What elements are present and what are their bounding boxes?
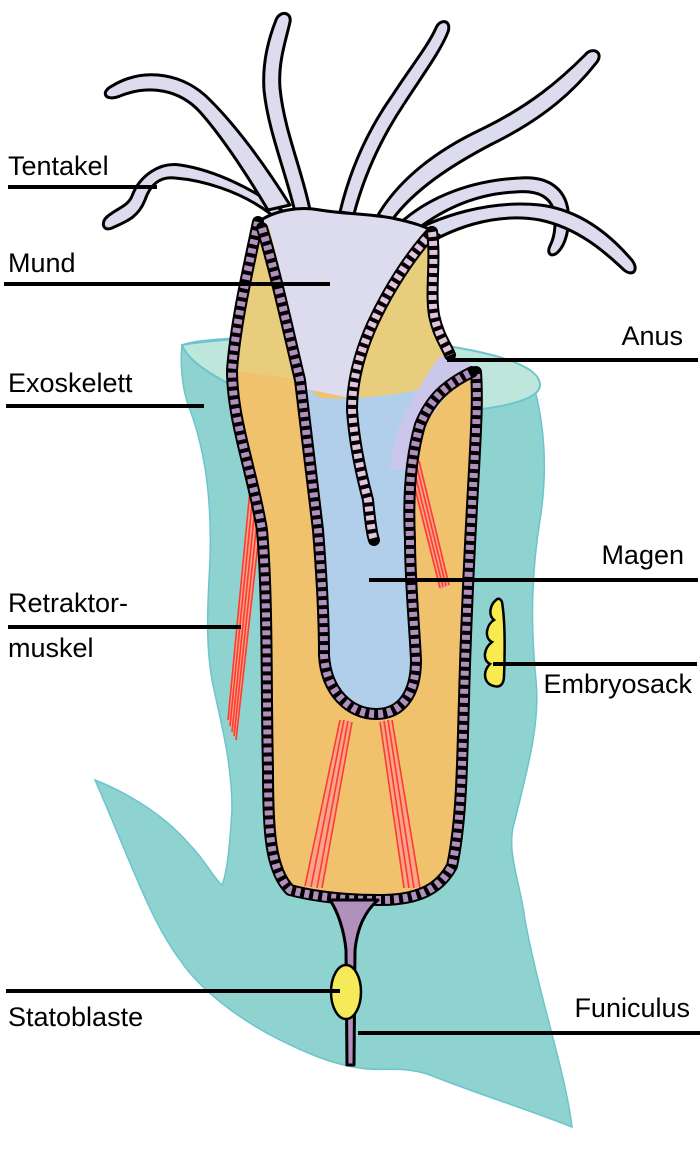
epithelium: [226, 216, 483, 906]
leader-lines: [4, 185, 700, 1035]
muscle-fiber: [316, 720, 349, 889]
muscle-fiber: [412, 465, 444, 588]
muscle-fiber: [231, 497, 257, 733]
coelom-upper-right: [352, 232, 450, 408]
tentacle: [262, 12, 312, 214]
label-funiculus: Funiculus: [574, 993, 690, 1023]
labels: Tentakel Mund Anus Exoskelett Magen Retr…: [8, 151, 692, 1032]
label-tentakel: Tentakel: [8, 151, 109, 181]
retractor-muscle-right: [408, 460, 450, 590]
label-retraktormuskel-line2: muskel: [8, 633, 94, 663]
pharynx: [300, 261, 400, 398]
muscle-fiber: [304, 719, 341, 887]
anal-wall-cells: [428, 231, 454, 357]
muscle-fiber: [321, 721, 353, 889]
muscle-fiber: [233, 502, 260, 737]
tentacle: [103, 73, 292, 212]
body-wall-cells: [228, 221, 481, 904]
tentacle: [338, 20, 451, 216]
muscle-fiber: [227, 489, 251, 721]
muscle-fiber: [387, 719, 415, 889]
tentacle: [101, 163, 286, 231]
label-magen: Magen: [601, 540, 684, 570]
esophagus-wall-cells: [348, 229, 435, 542]
retractor-muscle-bottom: [304, 719, 421, 889]
muscle-fiber: [229, 493, 254, 727]
muscle-fiber: [310, 719, 345, 888]
pharynx-wall-left-cells: [258, 226, 474, 718]
label-anus: Anus: [621, 321, 683, 351]
muscle-fiber: [391, 719, 421, 889]
tentacle: [398, 202, 637, 275]
muscle-fiber: [415, 462, 447, 587]
muscle-fiber: [379, 721, 405, 889]
label-retraktormuskel-line1: Retraktor-: [8, 588, 128, 618]
tentacle: [396, 176, 570, 257]
coelom-upper: [232, 228, 300, 380]
muscle-fiber: [418, 460, 450, 586]
label-statoblaste: Statoblaste: [8, 1002, 143, 1032]
label-embryosack: Embryosack: [543, 669, 692, 699]
muscle-fiber: [383, 720, 410, 889]
tentacle: [376, 49, 601, 222]
label-mund: Mund: [8, 248, 76, 278]
label-exoskelett: Exoskelett: [8, 368, 133, 398]
